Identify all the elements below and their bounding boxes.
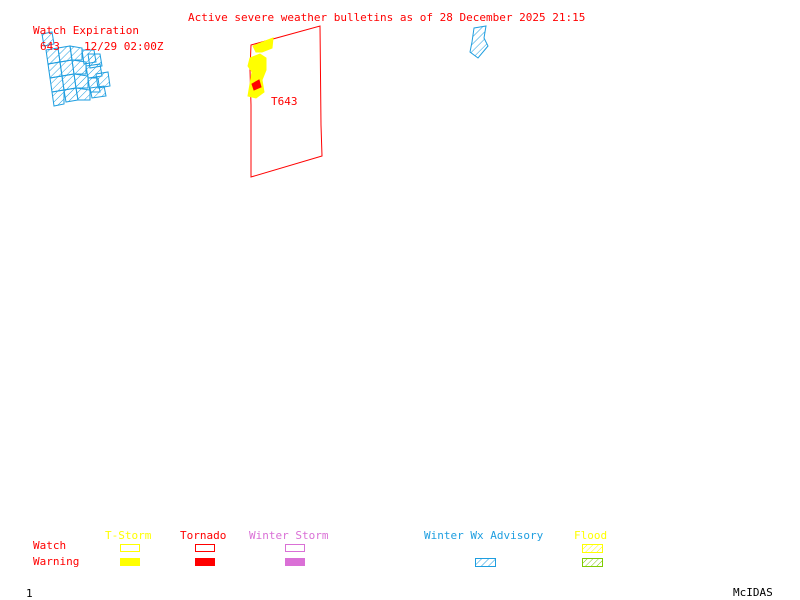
tornado-watch-polygon[interactable]: [249, 25, 323, 178]
legend-swatch-flood-warning: [582, 558, 603, 567]
winter-advisory-area-east: [469, 25, 489, 59]
tstorm-warning-areas: [247, 37, 274, 99]
legend-category-flood: Flood: [574, 529, 608, 542]
legend-category-winter-storm: Winter Storm: [249, 529, 329, 542]
legend-swatch-tstorm-watch: [120, 544, 140, 552]
legend-swatch-winter-storm-warning: [285, 558, 305, 566]
watch-expiration-time: 12/29 02:00Z: [84, 40, 164, 53]
bulletin-title: Active severe weather bulletins as of 28…: [188, 11, 586, 24]
legend-category-tornado: Tornado: [180, 529, 227, 542]
watch-label-t643: T643: [271, 95, 298, 108]
legend-swatch-winter-storm-watch: [285, 544, 305, 552]
legend-swatch-tstorm-warning: [120, 558, 140, 566]
legend-swatch-tornado-watch: [195, 544, 215, 552]
legend-swatch-tornado-warning: [195, 558, 215, 566]
legend-row-watch: Watch: [33, 539, 67, 552]
software-label: McIDAS: [733, 586, 773, 599]
legend-swatch-winter-advisory: [475, 558, 496, 567]
legend-category-tstorm: T-Storm: [105, 529, 152, 542]
tornado-warning-area: [251, 79, 262, 91]
legend-swatch-flood-watch: [582, 544, 603, 553]
watch-expiration-heading: Watch Expiration: [33, 24, 139, 37]
winter-advisory-area-west: [41, 31, 111, 107]
watch-expiration-number: 643: [40, 40, 60, 53]
frame-number: 1: [26, 587, 33, 600]
legend-row-warning: Warning: [33, 555, 80, 568]
legend-category-winter-advisory: Winter Wx Advisory: [424, 529, 544, 542]
